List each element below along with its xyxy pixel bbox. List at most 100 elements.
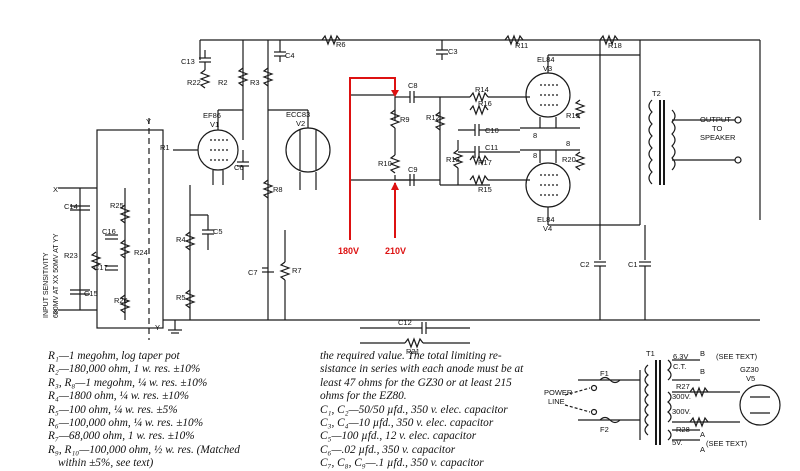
c16-label: C16 — [102, 227, 116, 236]
c13-label: C13 — [181, 57, 195, 66]
tube-v1-label: V1 — [210, 120, 219, 129]
r11-label: R11 — [515, 41, 528, 50]
parts-list-line: sistance in series with each anode must … — [320, 363, 524, 376]
resistor-r16 — [469, 104, 489, 116]
terminal-a-2: A — [700, 445, 705, 454]
secondary-5v: 5V. — [672, 438, 683, 447]
annotation-210v: 210V — [385, 246, 406, 256]
resistor-r5 — [184, 289, 196, 309]
c8-label: C8 — [408, 81, 418, 90]
tube-v3-type: EL84 — [537, 55, 555, 64]
parts-list-line: C₇, C₈, C₉—.1 µfd., 350 v. capacitor — [320, 457, 484, 470]
r15-label: R15 — [478, 185, 492, 194]
r20-label: R20 — [562, 155, 576, 164]
tube-v2-type: ECC83 — [286, 110, 310, 119]
parts-list-line: C₁, C₂—50/50 µfd., 350 v. elec. capacito… — [320, 403, 508, 416]
parts-list-line: R₂—180,000 ohm, 1 w. res. ±10% — [48, 363, 201, 376]
r12-label: R12 — [426, 113, 440, 122]
resistor-r19 — [574, 99, 586, 119]
c4-label: C4 — [285, 51, 295, 60]
pin-label-3: 8 — [566, 139, 570, 148]
r28-label: R28 — [676, 425, 690, 434]
r7-label: R7 — [292, 266, 302, 275]
c17-label: C17 — [94, 263, 108, 272]
r13-label: R13 — [446, 155, 460, 164]
resistor-r25 — [119, 204, 131, 224]
c1-label: C1 — [628, 260, 638, 269]
shield-box — [96, 129, 164, 329]
c2-label: C2 — [580, 260, 590, 269]
resistor-r15 — [469, 174, 489, 186]
r18-label: R18 — [608, 41, 622, 50]
r19-label: R19 — [566, 111, 580, 120]
resistor-r4 — [184, 231, 196, 251]
parts-list-line: within ±5%, see text) — [58, 457, 154, 470]
resistor-r27 — [689, 386, 709, 398]
c9-label: C9 — [408, 165, 418, 174]
x-marker: X — [53, 185, 58, 194]
resistor-r26 — [119, 294, 131, 314]
resistor-r22 — [199, 69, 211, 89]
parts-list-line: R₄—1800 ohm, ¼ w. res. ±10% — [48, 390, 189, 403]
resistor-r13 — [452, 149, 464, 169]
r27-label: R27 — [676, 382, 690, 391]
resistor-r2 — [237, 67, 249, 87]
annotation-180v: 180V — [338, 246, 359, 256]
r1-label: R1 — [160, 143, 170, 152]
parts-list-line: R₅—100 ohm, ¼ w. res. ±5% — [48, 403, 178, 416]
r9-label: R9 — [400, 115, 410, 124]
output-label-line-3: SPEAKER — [700, 133, 736, 142]
parts-list-line: least 47 ohms for the GZ30 or at least 2… — [320, 376, 512, 389]
c5-label: C5 — [213, 227, 223, 236]
schematic-canvas: EF86 V1 ECC83 V2 EL84 V3 EL84 V4 GZ30 V5… — [43, 34, 781, 454]
y-marker: Y — [146, 117, 151, 126]
resistor-r6 — [321, 34, 341, 46]
secondary-300v-a: 300V. — [672, 392, 691, 401]
c7-label: C7 — [248, 268, 258, 277]
resistor-r14 — [469, 91, 489, 103]
resistor-r12 — [434, 111, 446, 131]
f2-label: F2 — [600, 425, 609, 434]
r22-label: R22 — [187, 78, 201, 87]
r14-label: R14 — [475, 85, 489, 94]
tube-v5-label: V5 — [746, 374, 755, 383]
parts-list-line: R₉, R₁₀—100,000 ohm, ½ w. res. (Matched — [48, 443, 240, 456]
terminal-a-1: A — [700, 430, 705, 439]
parts-list-line: R₇—68,000 ohm, 1 w. res. ±10% — [48, 430, 195, 443]
resistor-r3 — [262, 67, 274, 87]
t2-label: T2 — [652, 89, 661, 98]
resistor-r8 — [262, 179, 274, 199]
f1-label: F1 — [600, 369, 609, 378]
resistor-r28 — [689, 416, 709, 428]
fuse-f2 — [599, 416, 621, 424]
r10-label: R10 — [378, 159, 392, 168]
t1-label: T1 — [646, 349, 655, 358]
y-marker-bottom: Y — [155, 323, 160, 332]
power-line-label-1: POWER — [544, 388, 573, 397]
resistor-r18 — [599, 34, 619, 46]
r24-label: R24 — [134, 248, 148, 257]
parts-list-line: R₃, R₈—1 megohm, ¼ w. res. ±10% — [48, 376, 208, 389]
resistor-r11 — [504, 34, 524, 46]
r3-label: R3 — [250, 78, 260, 87]
see-text-top: (SEE TEXT) — [716, 352, 758, 361]
parts-list-left: R₁—1 megohm, log taper pot R₂—180,000 oh… — [48, 350, 240, 471]
tube-v4-label: V4 — [543, 224, 552, 233]
r5-label: R5 — [176, 293, 186, 302]
r4-label: R4 — [176, 235, 186, 244]
c10-label: C10 — [485, 126, 499, 135]
secondary-ct: C.T. — [673, 362, 686, 371]
r26-label: R26 — [114, 296, 128, 305]
voltage-annotations — [349, 77, 399, 240]
tube-v2-label: V2 — [296, 119, 305, 128]
terminal-b-2: B — [700, 367, 705, 376]
see-text-bottom: (SEE TEXT) — [706, 439, 748, 448]
tube-v2 — [285, 127, 331, 173]
r6-label: R6 — [336, 40, 346, 49]
r17-label: R17 — [478, 158, 492, 167]
c12-label: C12 — [398, 318, 412, 327]
c6-label: C6 — [234, 163, 244, 172]
r16-label: R16 — [478, 99, 492, 108]
secondary-6v3: 6.3V — [673, 352, 688, 361]
terminal-b-1: B — [700, 349, 705, 358]
